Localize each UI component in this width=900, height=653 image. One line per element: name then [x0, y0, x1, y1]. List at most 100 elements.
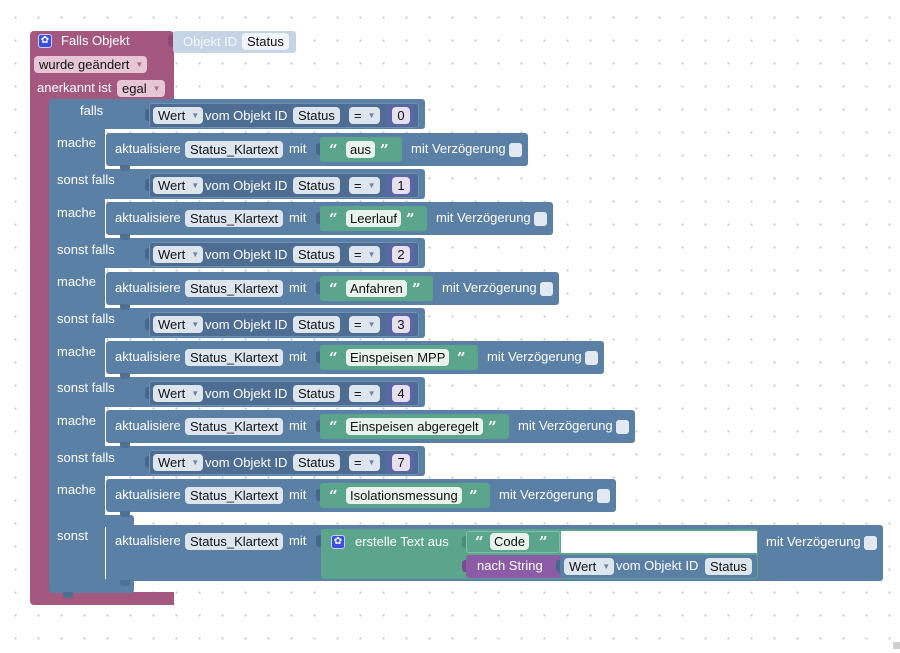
number-field[interactable]: 3	[392, 316, 410, 333]
value-socket	[316, 282, 321, 294]
text-value-field[interactable]: Leerlauf	[346, 210, 401, 227]
text-value-field[interactable]: Isolationsmessung	[346, 487, 462, 504]
do-label: mache	[57, 482, 97, 497]
operator-dropdown[interactable]: =	[349, 316, 380, 333]
with-label: mit	[289, 280, 307, 295]
property-dropdown[interactable]: Wert	[153, 316, 204, 333]
object-id-value[interactable]: Status	[242, 33, 289, 50]
update-target-field[interactable]: Status_Klartext	[185, 210, 284, 227]
update-block-notch	[120, 580, 130, 586]
object-id-text: vom Objekt ID	[205, 317, 288, 332]
condition-socket	[145, 318, 150, 330]
ack-dropdown[interactable]: egal	[117, 80, 165, 97]
open-quote-icon: “	[329, 280, 338, 298]
delay-label: mit Verzögerung	[442, 280, 537, 295]
update-label: aktualisiere	[115, 280, 181, 295]
object-id-field[interactable]: Status	[293, 385, 340, 402]
object-id-field[interactable]: Status	[293, 454, 340, 471]
update-target-field[interactable]: Status_Klartext	[185, 487, 284, 504]
value-socket	[316, 351, 321, 363]
object-id-label: Objekt ID	[183, 34, 238, 49]
open-quote-icon: “	[329, 141, 338, 159]
text-join-empty-area	[561, 531, 757, 553]
update-label: aktualisiere	[115, 418, 181, 433]
operator-dropdown[interactable]: =	[349, 177, 380, 194]
value-socket	[316, 420, 321, 432]
number-field[interactable]: 4	[392, 385, 410, 402]
object-id-field[interactable]: Status	[293, 316, 340, 333]
elseif-label: sonst falls	[57, 242, 115, 257]
object-id-text: vom Objekt ID	[205, 178, 288, 193]
object-id-field[interactable]: Status	[293, 246, 340, 263]
delay-checkbox[interactable]	[864, 536, 877, 550]
operator-dropdown[interactable]: =	[349, 107, 380, 124]
text-value-field[interactable]: Code	[490, 533, 530, 550]
number-field[interactable]: 1	[392, 177, 410, 194]
text-value-field[interactable]: Einspeisen abgeregelt	[346, 418, 483, 435]
open-quote-icon: “	[329, 349, 338, 367]
changed-dropdown[interactable]: wurde geändert	[34, 56, 148, 73]
delay-checkbox[interactable]	[509, 143, 522, 157]
number-field[interactable]: 2	[392, 246, 410, 263]
update-block-notch	[120, 234, 130, 240]
update-target-field[interactable]: Status_Klartext	[185, 141, 284, 158]
object-id-text: vom Objekt ID	[205, 386, 288, 401]
close-quote-icon: ”	[380, 141, 389, 159]
close-quote-icon: ”	[457, 349, 466, 367]
elseif-label: sonst falls	[57, 311, 115, 326]
text-value-field[interactable]: Einspeisen MPP	[346, 349, 450, 366]
object-id-field[interactable]: Status	[293, 107, 340, 124]
update-target-field[interactable]: Status_Klartext	[185, 280, 284, 297]
object-id-field[interactable]: Status	[293, 177, 340, 194]
with-label: mit	[289, 349, 307, 364]
else-label: sonst	[57, 528, 89, 543]
property-dropdown[interactable]: Wert	[153, 385, 204, 402]
property-dropdown[interactable]: Wert	[153, 454, 204, 471]
object-id-field[interactable]: Status	[705, 558, 752, 575]
property-dropdown[interactable]: Wert	[153, 177, 204, 194]
delay-label: mit Verzögerung	[518, 418, 613, 433]
elseif-label: sonst falls	[57, 172, 115, 187]
update-label: aktualisiere	[115, 210, 181, 225]
update-target-field[interactable]: Status_Klartext	[185, 418, 284, 435]
update-target-field[interactable]: Status_Klartext	[185, 533, 284, 550]
condition-socket	[145, 179, 150, 191]
update-block-notch	[120, 165, 130, 171]
update-label: aktualisiere	[115, 487, 181, 502]
delay-label: mit Verzögerung	[487, 349, 582, 364]
delay-checkbox[interactable]	[616, 420, 629, 434]
object-id-text: vom Objekt ID	[616, 558, 699, 573]
close-quote-icon: ”	[539, 533, 548, 551]
number-field[interactable]: 7	[392, 454, 410, 471]
condition-socket	[145, 387, 150, 399]
gear-icon[interactable]: ✿	[38, 34, 52, 48]
text-value-field[interactable]: aus	[346, 141, 375, 158]
property-dropdown[interactable]: Wert	[564, 558, 615, 575]
operator-dropdown[interactable]: =	[349, 454, 380, 471]
elseif-label: sonst falls	[57, 450, 115, 465]
trigger-block-footer	[30, 592, 174, 605]
close-quote-icon: ”	[469, 487, 478, 505]
gear-icon[interactable]: ✿	[331, 535, 345, 549]
do-label: mache	[57, 135, 97, 150]
update-label: aktualisiere	[115, 533, 181, 548]
update-target-field[interactable]: Status_Klartext	[185, 349, 284, 366]
condition-socket	[145, 456, 150, 468]
delay-checkbox[interactable]	[597, 489, 610, 503]
text-value-field[interactable]: Anfahren	[346, 280, 407, 297]
delay-checkbox[interactable]	[540, 282, 553, 296]
delay-checkbox[interactable]	[585, 351, 598, 365]
number-field[interactable]: 0	[392, 107, 410, 124]
value-socket	[316, 143, 321, 155]
operator-dropdown[interactable]: =	[349, 246, 380, 263]
property-dropdown[interactable]: Wert	[153, 246, 204, 263]
value-socket	[556, 560, 561, 572]
do-label: mache	[57, 413, 97, 428]
trigger-block-spine	[30, 100, 50, 597]
property-dropdown[interactable]: Wert	[153, 107, 204, 124]
open-quote-icon: “	[329, 487, 338, 505]
operator-dropdown[interactable]: =	[349, 385, 380, 402]
do-label: mache	[57, 344, 97, 359]
resize-handle-icon[interactable]	[893, 642, 900, 649]
delay-checkbox[interactable]	[534, 212, 547, 226]
